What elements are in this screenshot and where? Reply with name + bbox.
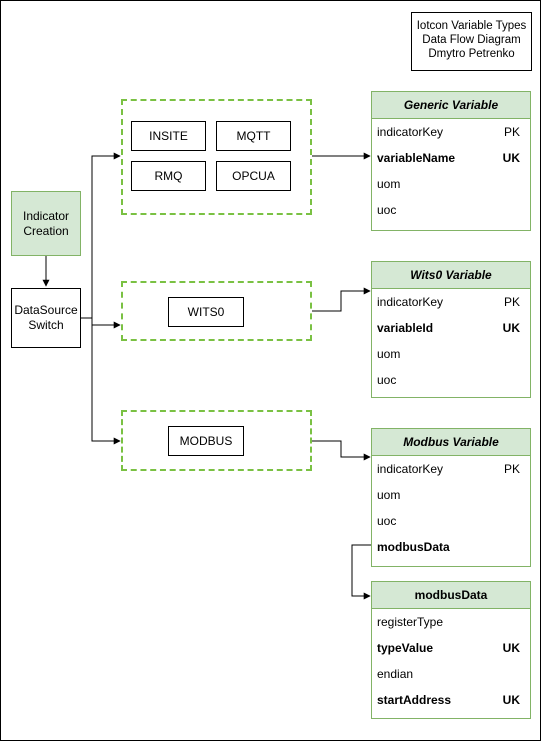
entity-row: indicatorKey PK	[372, 119, 530, 145]
entity-row: uoc	[372, 367, 530, 393]
entity-row: registerType	[372, 609, 530, 635]
edge-switch-to-generic-group	[81, 152, 121, 319]
field-key: UK	[502, 693, 520, 707]
entity-row: typeValue UK	[372, 635, 530, 661]
field-name: startAddress	[377, 693, 452, 707]
field-key: PK	[503, 125, 520, 139]
field-name: uoc	[377, 373, 397, 387]
entity-row: uoc	[372, 197, 530, 223]
field-name: uom	[377, 347, 401, 361]
source-insite[interactable]: INSITE	[131, 121, 206, 151]
field-name: endian	[377, 667, 414, 681]
modbus-variable-entity[interactable]: Modbus Variable indicatorKey PK uom uoc m…	[371, 428, 531, 567]
generic-variable-entity[interactable]: Generic Variable indicatorKey PK variable…	[371, 91, 531, 231]
field-key: UK	[502, 151, 520, 165]
entity-row: variableName UK	[372, 145, 530, 171]
entity-row: endian	[372, 661, 530, 687]
datasource-switch-label-2: Switch	[28, 318, 64, 332]
edge-switch-to-modbus-group	[91, 318, 121, 445]
field-name: variableName	[377, 151, 456, 165]
entity-row: indicatorKey PK	[372, 289, 530, 315]
indicator-creation-label-1: Indicator	[22, 208, 70, 223]
field-name: variableId	[377, 321, 434, 335]
field-key: UK	[502, 641, 520, 655]
generic-sources-group[interactable]	[121, 99, 312, 215]
edge-modbusdata-field-to-entity	[351, 544, 372, 600]
datasource-switch-label-1: DataSource	[14, 303, 78, 317]
wits0-source-group[interactable]	[121, 281, 312, 341]
source-rmq[interactable]: RMQ	[131, 161, 206, 191]
field-name: uoc	[377, 203, 397, 217]
source-opcua[interactable]: OPCUA	[216, 161, 291, 191]
field-name: typeValue	[377, 641, 434, 655]
legend-title: Iotcon Variable Types	[416, 20, 527, 32]
field-name: registerType	[377, 615, 444, 629]
source-wits0[interactable]: WITS0	[168, 297, 244, 327]
field-name: uom	[377, 177, 401, 191]
wits0-variable-entity[interactable]: Wits0 Variable indicatorKey PK variableId…	[371, 261, 531, 398]
entity-row: modbusData	[372, 534, 530, 560]
entity-row: variableId UK	[372, 315, 530, 341]
field-key: PK	[503, 295, 520, 309]
field-name: uoc	[377, 514, 397, 528]
diagram-legend-box: Iotcon Variable Types Data Flow Diagram …	[411, 12, 532, 71]
legend-author: Dmytro Petrenko	[428, 48, 515, 60]
indicator-creation-node[interactable]: Indicator Creation	[11, 191, 81, 256]
indicator-creation-label-2: Creation	[23, 223, 69, 238]
field-key: PK	[503, 462, 520, 476]
modbus-source-group[interactable]	[121, 410, 312, 471]
legend-subtitle: Data Flow Diagram	[422, 34, 521, 46]
entity-row: uom	[372, 482, 530, 508]
entity-title: Modbus Variable	[372, 429, 530, 456]
edge-wits0-group-to-entity	[312, 287, 371, 312]
edge-switch-to-wits0-group	[81, 317, 121, 329]
field-name: indicatorKey	[377, 295, 444, 309]
field-name: uom	[377, 488, 401, 502]
field-key: UK	[502, 321, 520, 335]
field-name: indicatorKey	[377, 462, 444, 476]
edge-modbus-group-to-entity	[312, 440, 371, 461]
entity-row: uom	[372, 171, 530, 197]
field-name: indicatorKey	[377, 125, 444, 139]
entity-row: startAddress UK	[372, 687, 530, 713]
source-modbus[interactable]: MODBUS	[168, 426, 244, 456]
entity-title: Wits0 Variable	[372, 262, 530, 289]
source-mqtt[interactable]: MQTT	[216, 121, 291, 151]
entity-title: modbusData	[372, 582, 530, 609]
entity-title: Generic Variable	[372, 92, 530, 119]
entity-row: uoc	[372, 508, 530, 534]
field-name: modbusData	[377, 540, 450, 554]
entity-row: indicatorKey PK	[372, 456, 530, 482]
datasource-switch-node[interactable]: DataSource Switch	[11, 288, 81, 348]
entity-row: uom	[372, 341, 530, 367]
